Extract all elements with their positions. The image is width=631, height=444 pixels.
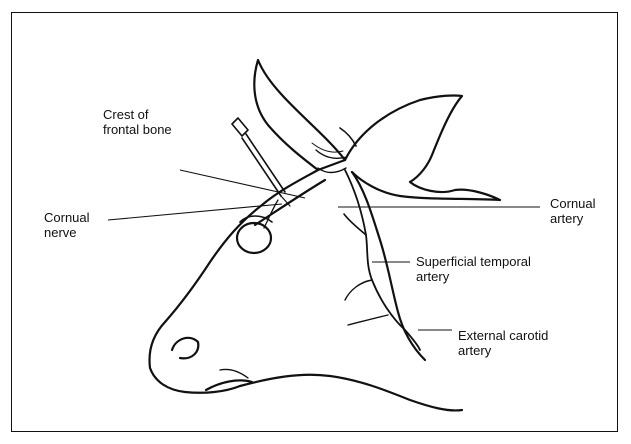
label-superficial-temporal-artery: Superficial temporal artery: [416, 254, 531, 284]
leader-cornual-nerve: [108, 204, 282, 220]
leader-crest: [180, 170, 305, 198]
cornual-artery-vessel: [345, 170, 372, 280]
neck: [352, 172, 425, 360]
label-cornual-nerve: Cornual nerve: [44, 210, 90, 240]
head-outline: [150, 170, 318, 393]
eye: [237, 223, 271, 253]
label-crest-of-frontal-bone: Crest of frontal bone: [103, 107, 172, 137]
jaw: [240, 375, 462, 411]
external-carotid-vessel: [372, 280, 420, 350]
label-cornual-artery: Cornual artery: [550, 196, 596, 226]
nostril: [172, 338, 198, 358]
horn: [254, 60, 345, 170]
label-external-carotid-artery: External carotid artery: [458, 328, 548, 358]
ear: [345, 95, 500, 200]
